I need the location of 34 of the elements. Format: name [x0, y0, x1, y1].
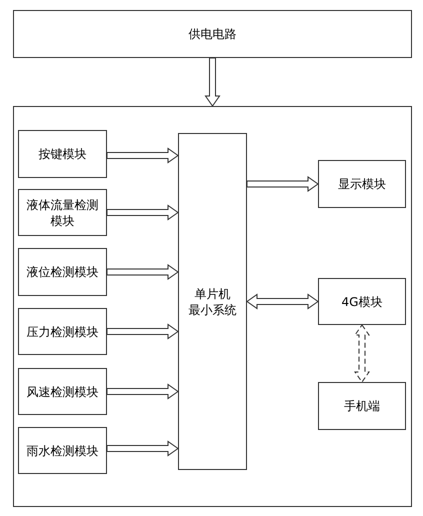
node-label: 4G模块 [340, 294, 384, 310]
node-label: 最小系统 [188, 302, 238, 318]
node-label: 显示模块 [337, 176, 387, 192]
arrow [106, 148, 179, 164]
module-box [13, 10, 412, 58]
node-label: 风速检测模块 [26, 384, 100, 400]
arrow [246, 176, 319, 192]
node-label: 供电电路 [188, 26, 238, 42]
arrow [106, 440, 179, 456]
node-label: 单片机 [194, 286, 232, 302]
module-box [318, 382, 406, 430]
node-label: 压力检测模块 [26, 324, 100, 340]
double-arrow [354, 324, 370, 383]
arrow [106, 204, 179, 220]
arrow [204, 58, 220, 107]
node-label: 按键模块 [38, 146, 88, 162]
module-box [318, 160, 406, 208]
arrow [106, 324, 179, 340]
container-box [13, 106, 412, 507]
node-label: 液体流量检测模块 [26, 196, 100, 228]
arrow [106, 384, 179, 400]
node-label: 液位检测模块 [26, 264, 100, 280]
module-box [18, 248, 107, 296]
mcu-box [178, 133, 247, 470]
double-arrow [246, 294, 319, 310]
module-box [18, 368, 107, 415]
module-box [18, 130, 107, 178]
module-box [318, 278, 406, 325]
arrow [106, 264, 179, 280]
node-label: 手机端 [343, 398, 381, 414]
module-box [18, 189, 107, 236]
node-label: 雨水检测模块 [26, 442, 100, 458]
module-box [18, 427, 107, 474]
module-box [18, 308, 107, 355]
